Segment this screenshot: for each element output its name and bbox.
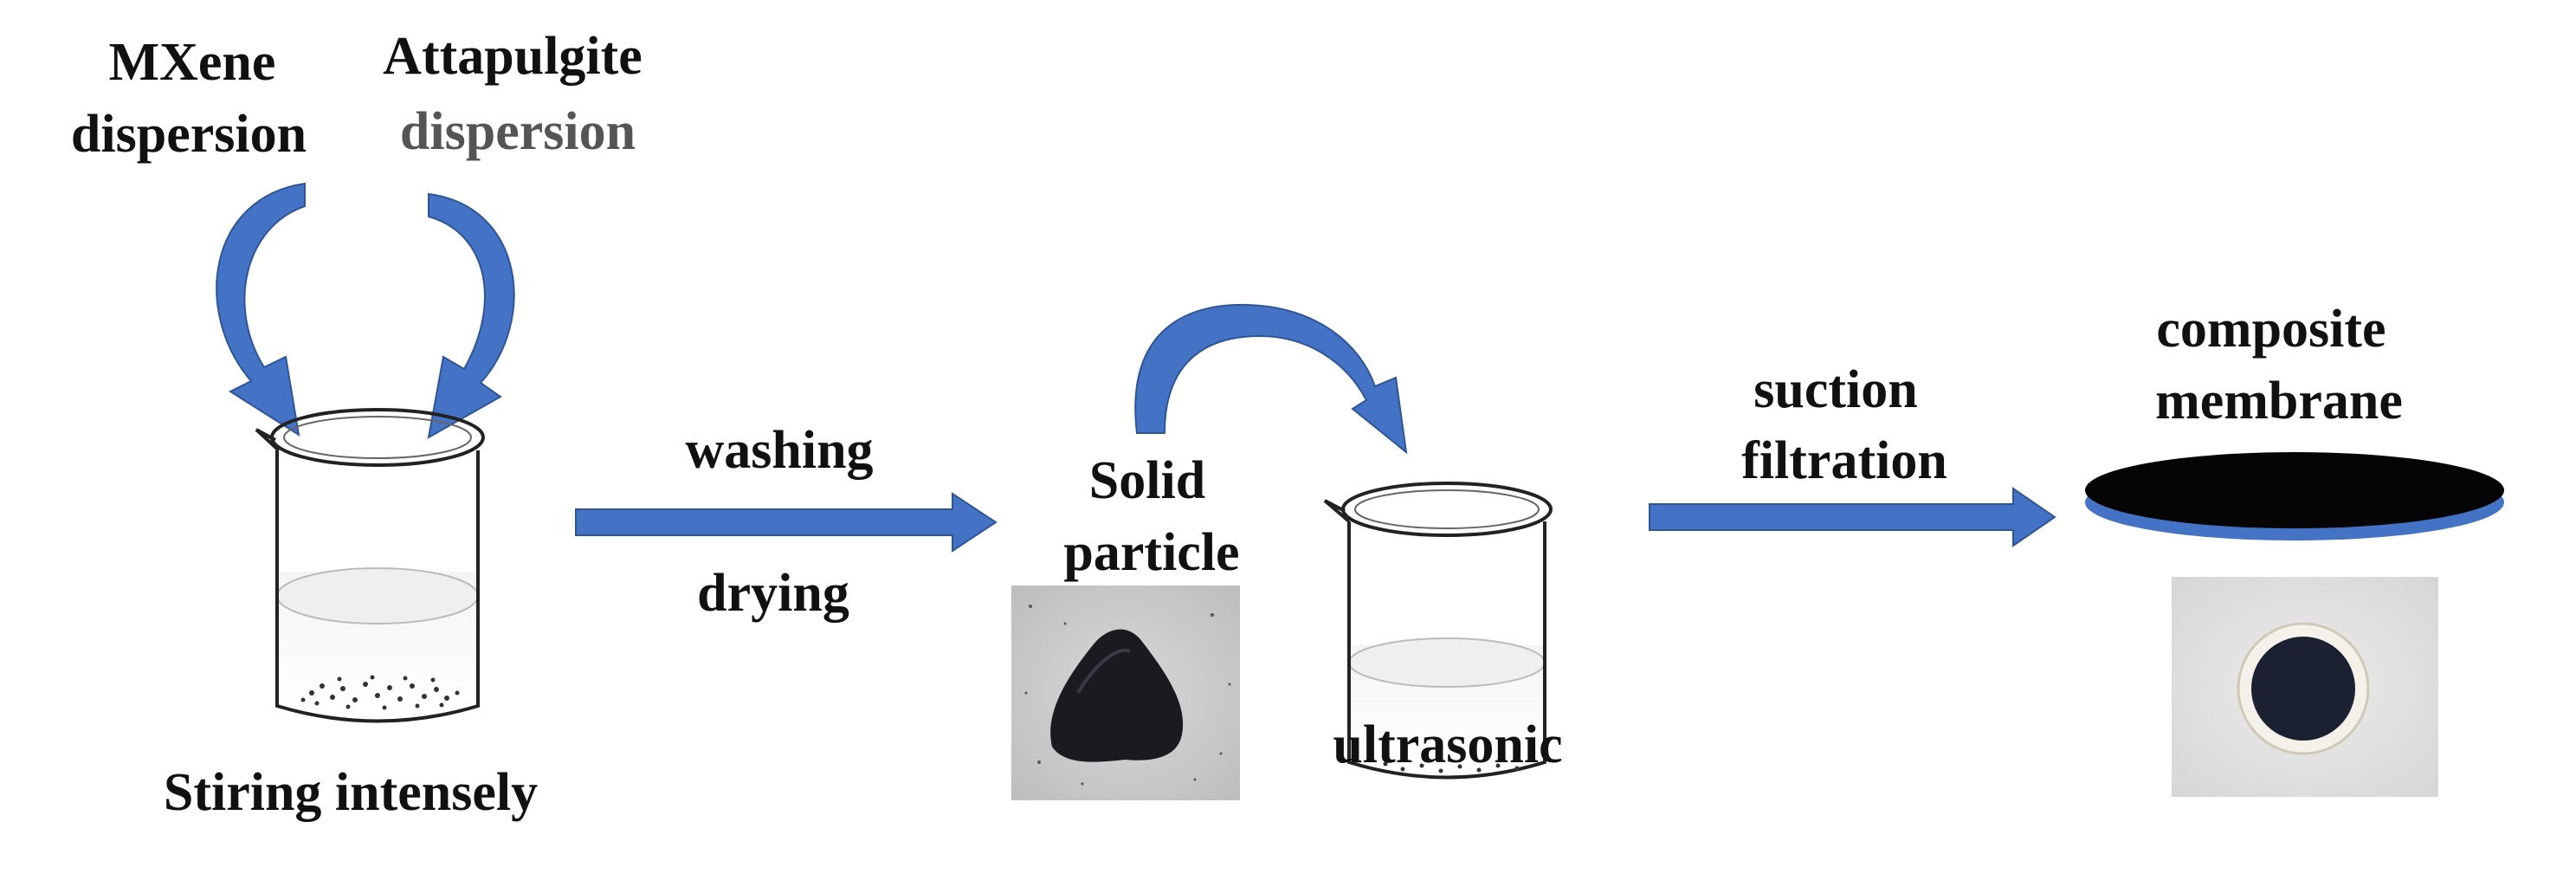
mxene-curved-arrow xyxy=(216,182,306,437)
suction-label-line1: suction xyxy=(1753,360,1917,419)
solid-label-line2: particle xyxy=(1063,523,1239,582)
attapulgite-label-line1: Attapulgite xyxy=(383,27,642,86)
mxene-label-line1: MXene xyxy=(109,33,276,92)
membrane-disc xyxy=(2085,452,2504,540)
drying-label: drying xyxy=(697,564,849,623)
transfer-curved-arrow xyxy=(1134,303,1408,455)
washing-label: washing xyxy=(685,421,873,480)
solid-label-line1: Solid xyxy=(1089,451,1205,510)
powder-photo xyxy=(1011,586,1240,800)
beaker-icon xyxy=(1323,482,1553,780)
attapulgite-curved-arrow xyxy=(427,192,515,439)
stirring-label: Stiring intensely xyxy=(164,763,538,822)
composite-label-line2: membrane xyxy=(2155,372,2403,430)
composite-label-line1: composite xyxy=(2156,300,2386,359)
sediment-particles xyxy=(1383,761,1520,773)
attapulgite-label-line2: dispersion xyxy=(400,102,636,161)
washing-arrow xyxy=(575,492,997,553)
mxene-label-line2: dispersion xyxy=(71,105,307,164)
beaker-icon xyxy=(255,408,485,723)
ultrasonic-label: ultrasonic xyxy=(1333,715,1562,774)
suction-label-line2: filtration xyxy=(1741,431,1947,490)
sediment-particles xyxy=(300,675,460,710)
filtration-arrow xyxy=(1649,487,2056,547)
membrane-photo xyxy=(2172,577,2438,797)
